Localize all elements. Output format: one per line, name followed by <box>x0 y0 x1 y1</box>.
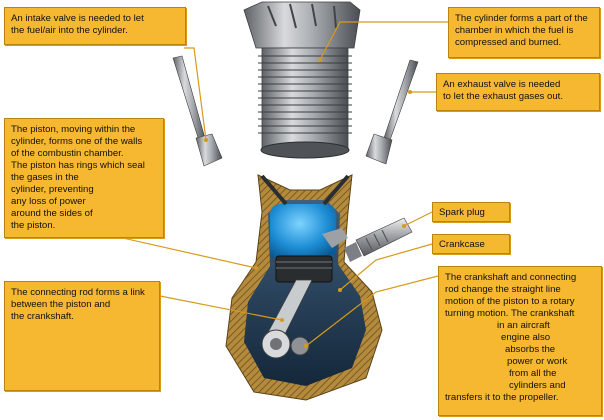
combustion-chamber <box>270 204 336 260</box>
callout-text-line: An intake valve is needed to let <box>11 13 144 24</box>
callout-text-line: transfers it to the propeller. <box>445 392 559 403</box>
callout-text-line: The piston, moving within the <box>11 124 136 135</box>
connecting-rod-callout: The connecting rod forms a link between … <box>4 281 160 391</box>
callout-text-line: cylinder, preventing <box>11 184 94 195</box>
leader-lines <box>113 21 450 347</box>
callout-text-line: any loss of power <box>11 196 86 207</box>
callout-text-line: chamber in which the fuel is <box>455 25 574 36</box>
callout-text-line: The piston has rings which seal <box>11 160 145 171</box>
callout-text-line: motion of the piston to a rotary <box>445 296 575 307</box>
callout-text-line: compressed and burned. <box>455 37 562 48</box>
callout-text-line: cylinders and <box>509 380 566 391</box>
callout-text-line: power or work <box>507 356 568 367</box>
callout-text-line: in an aircraft <box>497 320 550 331</box>
callout-text-line: the gases in the <box>11 172 79 183</box>
exhaust-valve-illustration <box>365 59 419 165</box>
callout-text-line: The connecting rod forms a link <box>11 287 145 298</box>
callout-text-line: Spark plug <box>439 207 485 218</box>
leader-dots <box>204 58 412 348</box>
callout-text-line: the piston. <box>11 220 56 231</box>
callout-text-line: around the sides of <box>11 208 93 219</box>
exhaust-valve-callout: An exhaust valve is needed to let the ex… <box>436 73 600 111</box>
callout-text-line: rod change the straight line <box>445 284 561 295</box>
callout-text-line: absorbs the <box>505 344 556 355</box>
callout-text-line: the crankshaft. <box>11 311 74 322</box>
callout-text-line: cylinder, forms one of the walls <box>11 136 143 147</box>
cylinder-illustration <box>243 1 361 159</box>
intake-valve-callout: An intake valve is needed to let the fue… <box>4 7 186 45</box>
spark-plug-illustration <box>344 217 413 262</box>
callout-text-line: turning motion. The crankshaft <box>445 308 575 319</box>
callout-text-line: from all the <box>509 368 557 379</box>
callout-text-line: An exhaust valve is needed <box>443 79 561 90</box>
spark-plug-callout: Spark plug <box>432 202 510 222</box>
callout-text-line: The cylinder forms a part of the <box>455 13 588 24</box>
crankshaft-callout: The crankshaft and connecting rod change… <box>438 266 602 416</box>
callout-text-line: the fuel/air into the cylinder. <box>11 25 128 36</box>
cylinder-callout: The cylinder forms a part of the chamber… <box>448 7 600 58</box>
callout-text-line: of the combustin chamber. <box>11 148 124 159</box>
crankcase-callout: Crankcase <box>432 234 510 254</box>
callout-text-line: The crankshaft and connecting <box>445 272 577 283</box>
callout-text-line: Crankcase <box>439 239 485 250</box>
piston-callout: The piston, moving within the cylinder, … <box>4 118 164 238</box>
callout-text-line: between the piston and <box>11 299 111 310</box>
engine-cross-section <box>225 174 383 401</box>
callout-text-line: to let the exhaust gases out. <box>443 91 564 102</box>
callout-text-line: engine also <box>501 332 551 343</box>
